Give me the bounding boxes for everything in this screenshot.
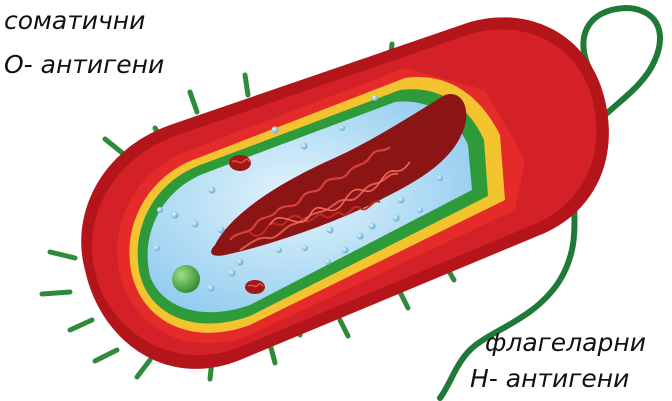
somatic-antigen-label-line2: О- антигени: [4, 50, 164, 80]
flagellar-antigen-label-line2: Н- антигени: [470, 364, 629, 394]
storage-granule: [172, 265, 200, 293]
plasmid: [229, 155, 251, 171]
somatic-antigen-label-line1: соматични: [4, 6, 145, 36]
plasmid: [245, 280, 265, 294]
flagellar-antigen-label-line1: флагеларни: [485, 328, 646, 358]
